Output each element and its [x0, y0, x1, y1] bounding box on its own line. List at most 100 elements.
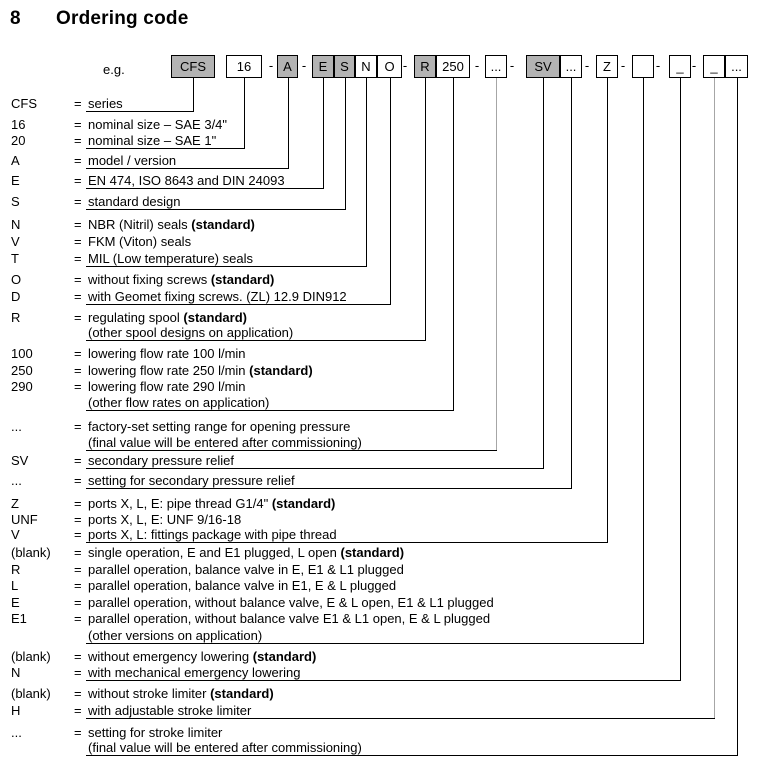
- code-box-label: E: [318, 59, 328, 74]
- legend-description: ports X, L, E: pipe thread G1/4" (standa…: [88, 497, 335, 511]
- code-box: ...: [725, 55, 748, 78]
- equals-sign: =: [74, 611, 82, 626]
- legend-description: lowering flow rate 250 l/min (standard): [88, 364, 313, 378]
- legend-description: MIL (Low temperature) seals: [88, 252, 253, 266]
- legend-description-text: without stroke limiter: [88, 686, 211, 701]
- code-box: ...: [560, 55, 582, 78]
- connector-vertical-line: [680, 78, 681, 681]
- separator-dash: -: [301, 58, 307, 73]
- legend-description-text: (other versions on application): [88, 628, 263, 643]
- legend-description-text: setting for secondary pressure relief: [88, 473, 295, 488]
- legend-code: R: [11, 310, 21, 325]
- legend-description-text: nominal size – SAE 1": [88, 133, 217, 148]
- connector-horizontal-line: [86, 209, 346, 210]
- legend-description: (other flow rates on application): [88, 396, 269, 410]
- legend-description-text: EN 474, ISO 8643 and DIN 24093: [88, 173, 285, 188]
- legend-code: N: [11, 217, 21, 232]
- legend-description: setting for secondary pressure relief: [88, 474, 295, 488]
- connector-vertical-line: [288, 78, 289, 169]
- legend-description: EN 474, ISO 8643 and DIN 24093: [88, 174, 285, 188]
- equals-sign: =: [74, 194, 82, 209]
- equals-sign: =: [74, 173, 82, 188]
- equals-sign: =: [74, 310, 82, 325]
- legend-description: series: [88, 97, 123, 111]
- connector-horizontal-line: [86, 718, 715, 719]
- equals-sign: =: [74, 649, 82, 664]
- legend-description-text: (final value will be entered after commi…: [88, 435, 362, 450]
- legend-description: without emergency lowering (standard): [88, 650, 316, 664]
- legend-description-text: regulating spool: [88, 310, 184, 325]
- connector-vertical-line: [571, 78, 572, 489]
- code-box-label: 250: [442, 59, 464, 74]
- legend-description: (other spool designs on application): [88, 326, 293, 340]
- connector-vertical-line: [425, 78, 426, 341]
- legend-description: with mechanical emergency lowering: [88, 666, 300, 680]
- legend-code: E1: [11, 611, 27, 626]
- legend-code: Z: [11, 496, 19, 511]
- equals-sign: =: [74, 133, 82, 148]
- code-box: CFS: [171, 55, 215, 78]
- legend-description: ports X, L: fittings package with pipe t…: [88, 528, 337, 542]
- equals-sign: =: [74, 703, 82, 718]
- connector-vertical-line: [496, 78, 497, 451]
- legend-description: parallel operation, without balance valv…: [88, 612, 490, 626]
- equals-sign: =: [74, 578, 82, 593]
- connector-vertical-line: [453, 78, 454, 411]
- legend-description-text: lowering flow rate 100 l/min: [88, 346, 246, 361]
- code-box: E: [312, 55, 334, 78]
- legend-description-text: ports X, L, E: pipe thread G1/4": [88, 496, 272, 511]
- equals-sign: =: [74, 363, 82, 378]
- connector-horizontal-line: [86, 188, 324, 189]
- code-box-label: ...: [490, 59, 502, 74]
- code-box-label: 16: [236, 59, 252, 74]
- equals-sign: =: [74, 234, 82, 249]
- legend-description-text: ports X, L, E: UNF 9/16-18: [88, 512, 242, 527]
- code-box: _: [669, 55, 691, 78]
- connector-horizontal-line: [86, 468, 544, 469]
- connector-horizontal-line: [86, 304, 391, 305]
- separator-dash: -: [691, 58, 697, 73]
- connector-horizontal-line: [86, 643, 644, 644]
- connector-horizontal-line: [86, 542, 608, 543]
- equals-sign: =: [74, 512, 82, 527]
- equals-sign: =: [74, 251, 82, 266]
- code-box-label: SV: [534, 59, 552, 74]
- equals-sign: =: [74, 725, 82, 740]
- legend-code: O: [11, 272, 22, 287]
- legend-description-bold: (standard): [252, 649, 317, 664]
- legend-description: parallel operation, without balance valv…: [88, 596, 494, 610]
- connector-horizontal-line: [86, 680, 681, 681]
- connector-vertical-line: [643, 78, 644, 644]
- legend-code: UNF: [11, 512, 38, 527]
- separator-dash: -: [268, 58, 274, 73]
- separator-dash: -: [584, 58, 590, 73]
- legend-description: without stroke limiter (standard): [88, 687, 274, 701]
- legend-description: standard design: [88, 195, 181, 209]
- legend-code: V: [11, 527, 20, 542]
- legend-description-text: ports X, L: fittings package with pipe t…: [88, 527, 337, 542]
- equals-sign: =: [74, 595, 82, 610]
- legend-code: E: [11, 173, 20, 188]
- connector-horizontal-line: [86, 168, 289, 169]
- code-box-label: N: [361, 59, 371, 74]
- connector-vertical-line: [543, 78, 544, 469]
- code-box-label: _: [676, 59, 684, 74]
- connector-vertical-line: [714, 78, 715, 719]
- legend-description-text: nominal size – SAE 3/4": [88, 117, 228, 132]
- separator-dash: -: [402, 58, 408, 73]
- legend-description: lowering flow rate 100 l/min: [88, 347, 246, 361]
- connector-horizontal-line: [86, 266, 367, 267]
- legend-code: (blank): [11, 686, 51, 701]
- equals-sign: =: [74, 419, 82, 434]
- equals-sign: =: [74, 562, 82, 577]
- code-box-label: R: [420, 59, 430, 74]
- connector-horizontal-line: [86, 111, 194, 112]
- legend-description-text: with adjustable stroke limiter: [88, 703, 252, 718]
- code-box: ...: [485, 55, 507, 78]
- legend-description-text: model / version: [88, 153, 177, 168]
- legend-description-text: parallel operation, without balance valv…: [88, 595, 494, 610]
- legend-code: H: [11, 703, 21, 718]
- code-box: _: [703, 55, 725, 78]
- equals-sign: =: [74, 473, 82, 488]
